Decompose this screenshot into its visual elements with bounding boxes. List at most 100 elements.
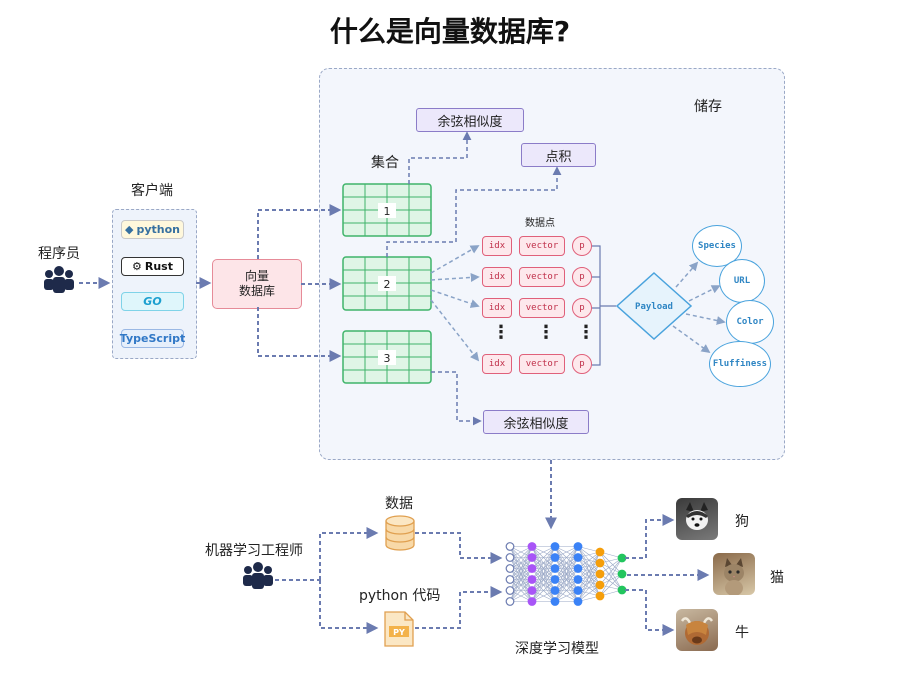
cat-icon — [724, 558, 744, 595]
dp-idx-1: idx — [482, 236, 512, 256]
nn-edge — [554, 557, 579, 580]
nn-edge — [554, 546, 579, 580]
nn-edge — [554, 546, 579, 558]
arrow-model-cow — [625, 589, 675, 636]
nn-edge — [577, 551, 601, 558]
nn-node — [573, 542, 583, 551]
nn-edge — [509, 557, 533, 569]
payload-url: URL — [719, 259, 765, 303]
nn-edge — [599, 557, 623, 575]
nn-edge — [554, 568, 579, 580]
nn-edge — [554, 579, 579, 591]
nn-edge — [577, 546, 601, 564]
dog-icon — [686, 502, 708, 530]
nn-edge — [554, 546, 579, 591]
nn-edge — [509, 579, 533, 591]
nn-node — [573, 597, 583, 606]
nn-edge — [577, 557, 601, 597]
nn-edge — [554, 557, 579, 569]
nn-edge — [554, 557, 579, 602]
vector-db-line2: 数据库 — [238, 284, 275, 298]
sdk-rust-label: Rust — [144, 260, 173, 273]
nn-edge — [577, 546, 601, 597]
nn-node — [617, 569, 627, 579]
payload-fluffiness: Fluffiness — [709, 341, 771, 387]
dp-p-4: p — [572, 354, 592, 374]
nn-edge — [531, 546, 556, 591]
nn-edge — [509, 557, 533, 591]
nn-node — [573, 564, 583, 573]
nn-edge — [599, 573, 623, 597]
nn-edge — [554, 546, 579, 569]
nn-edge — [531, 579, 556, 591]
programmer-icon — [44, 266, 74, 293]
nn-edge — [599, 584, 623, 591]
output-cow-label: 牛 — [735, 625, 749, 641]
arrow-engineer-data — [319, 527, 379, 580]
nn-edge — [531, 568, 556, 591]
nn-edge — [599, 557, 623, 586]
output-dog-label: 狗 — [735, 514, 749, 530]
nn-node — [527, 542, 537, 551]
nn-edge — [509, 546, 533, 558]
nn-edge — [509, 557, 533, 602]
nn-edge — [531, 557, 556, 569]
dp-vector-1: vector — [519, 236, 565, 256]
nn-node — [550, 553, 560, 562]
nn-edge — [509, 546, 533, 569]
nn-edge — [554, 546, 579, 602]
nn-edge — [577, 551, 601, 580]
nn-edge — [577, 557, 601, 564]
nn-edge — [554, 557, 579, 569]
cosine-similarity-bottom: 余弦相似度 — [483, 410, 589, 434]
sdk-python-label: python — [136, 223, 180, 236]
nn-edge — [531, 546, 556, 558]
nn-edge — [531, 579, 556, 602]
data-label: 数据 — [385, 496, 413, 512]
cow-icon — [680, 617, 714, 645]
neural-network-edges — [509, 546, 623, 602]
nn-edge — [577, 562, 601, 602]
nn-edge — [531, 557, 556, 591]
nn-node — [617, 553, 627, 563]
nn-edge — [509, 568, 533, 580]
payload-color: Color — [726, 300, 774, 344]
sdk-go-badge: GO — [121, 292, 184, 311]
nn-edge — [577, 568, 601, 586]
nn-edge — [531, 557, 556, 602]
nn-edge — [577, 573, 601, 580]
nn-edge — [531, 557, 556, 602]
nn-edge — [554, 568, 579, 591]
nn-edge — [577, 551, 601, 569]
nn-edge — [509, 568, 533, 602]
nn-edge — [554, 579, 579, 602]
nn-edge — [554, 546, 579, 602]
nn-edge — [531, 546, 556, 580]
python-code-label: python 代码 — [359, 588, 441, 604]
nn-edge — [577, 568, 601, 575]
nn-edge — [509, 568, 533, 591]
sdk-typescript-label: TypeScript — [119, 332, 186, 345]
nn-edge — [577, 568, 601, 597]
nn-edge — [531, 557, 556, 591]
nn-edge — [531, 546, 556, 580]
nn-edge — [509, 546, 533, 580]
nn-edge — [531, 557, 556, 569]
nn-node — [595, 547, 605, 557]
nn-edge — [531, 546, 556, 602]
ml-engineer-label: 机器学习工程师 — [205, 543, 303, 559]
dp-p-3: p — [572, 298, 592, 318]
nn-edge — [599, 589, 623, 597]
page-title: 什么是向量数据库? — [329, 15, 571, 48]
dp-idx-2: idx — [482, 267, 512, 287]
nn-edge — [599, 562, 623, 575]
nn-edge — [509, 557, 533, 580]
nn-edge — [509, 568, 533, 591]
nn-node — [505, 586, 515, 595]
nn-edge — [531, 590, 556, 602]
ellipsis-3: ⋮ — [577, 322, 595, 343]
nn-edge — [577, 562, 601, 591]
nn-edge — [554, 568, 579, 602]
nn-edge — [509, 557, 533, 569]
